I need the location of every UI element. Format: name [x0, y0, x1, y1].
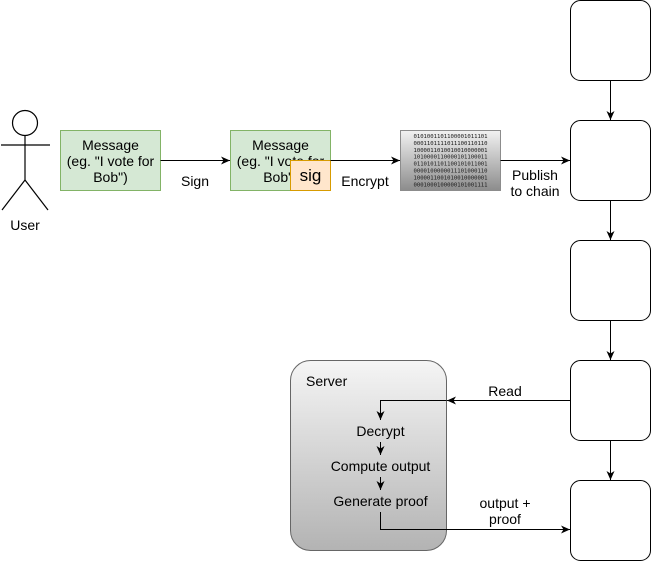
message-line-3: Bob") — [93, 169, 128, 185]
encrypted-blob-line: 1000011001010010000001 — [413, 175, 487, 181]
signature-badge[interactable]: sig — [290, 160, 331, 191]
server-shape — [290, 360, 447, 551]
chain-block-2[interactable] — [570, 120, 651, 201]
read-label: Read — [488, 383, 521, 399]
encrypted-blob-line: 0110101101100101011001 — [413, 162, 487, 168]
output-arrow[interactable] — [380, 512, 571, 534]
chain-block-3[interactable] — [570, 240, 651, 321]
publish-label-line-2: to chain — [510, 183, 559, 199]
server-title: Server — [306, 373, 348, 389]
encrypted-blob-line: 0000100000011101000110 — [413, 169, 487, 175]
actor-label: User — [10, 217, 40, 233]
signed-message-line-3: Bob") — [263, 169, 298, 185]
actor-head — [11, 109, 39, 137]
encrypted-blob-line: 0001000100000101001111 — [413, 182, 487, 188]
signed-message-line-1: Message — [252, 137, 309, 153]
output-label-line-1: output + — [480, 495, 531, 511]
encrypted-blob-text: 0101001101100001011101000110111101110011… — [413, 134, 487, 188]
chain-block-1[interactable] — [570, 0, 651, 81]
encrypted-blob-line: 0101001101100001011101 — [413, 134, 487, 140]
server-step-decrypt: Decrypt — [356, 423, 404, 439]
publish-label-line-1: Publish — [512, 167, 558, 183]
user-actor[interactable]: User — [1, 109, 50, 234]
output-label-line-2: proof — [489, 511, 521, 527]
message-line-2: (eg. "I vote for — [67, 153, 155, 169]
encrypted-blob-line: 1000011010010010000001 — [413, 148, 487, 154]
encrypted-blob-line: 0001101111011100110110 — [413, 141, 487, 147]
encrypted-blob-shape — [400, 130, 501, 191]
encrypted-blob[interactable]: 0101001101100001011101000110111101110011… — [400, 130, 501, 191]
signature-badge-shape — [290, 160, 331, 191]
blockchain — [570, 0, 651, 561]
message-box-shape — [60, 130, 161, 191]
chain-block-5[interactable] — [570, 480, 651, 561]
encrypt-label: Encrypt — [341, 173, 389, 189]
message-box[interactable]: Message (eg. "I vote for Bob") — [60, 130, 161, 191]
read-arrow-to-decrypt — [376, 400, 447, 420]
message-line-1: Message — [82, 137, 139, 153]
sign-label: Sign — [181, 173, 209, 189]
signed-message-box[interactable]: Message (eg. "I vote for Bob") sig — [230, 130, 331, 191]
server-step-compute: Compute output — [331, 458, 431, 474]
actor-right-leg — [24, 179, 49, 211]
chain-block-4[interactable] — [570, 360, 651, 441]
signature-label: sig — [300, 166, 322, 185]
actor-left-leg — [1, 179, 26, 211]
server-box[interactable]: Server Decrypt Compute output Generate p… — [290, 360, 447, 551]
server-step-proof: Generate proof — [333, 493, 427, 509]
encrypted-blob-line: 1010000110000101100011 — [413, 155, 487, 161]
